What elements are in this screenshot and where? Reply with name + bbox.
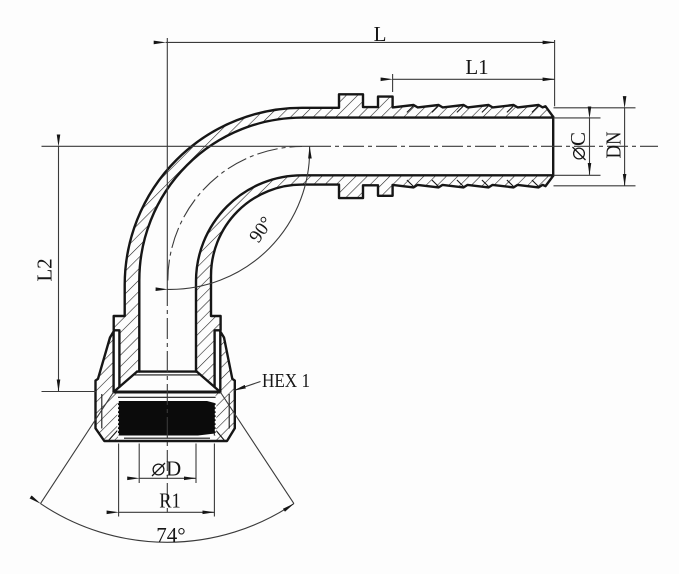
svg-text:C: C (566, 132, 590, 146)
svg-text:L1: L1 (465, 55, 488, 79)
svg-text:DN: DN (602, 132, 626, 159)
svg-text:L2: L2 (33, 258, 57, 281)
svg-text:HEX 1: HEX 1 (262, 370, 310, 392)
svg-text:74°: 74° (156, 523, 185, 547)
svg-text:L: L (374, 22, 387, 46)
svg-text:R1: R1 (159, 489, 181, 513)
svg-text:D: D (166, 457, 181, 481)
